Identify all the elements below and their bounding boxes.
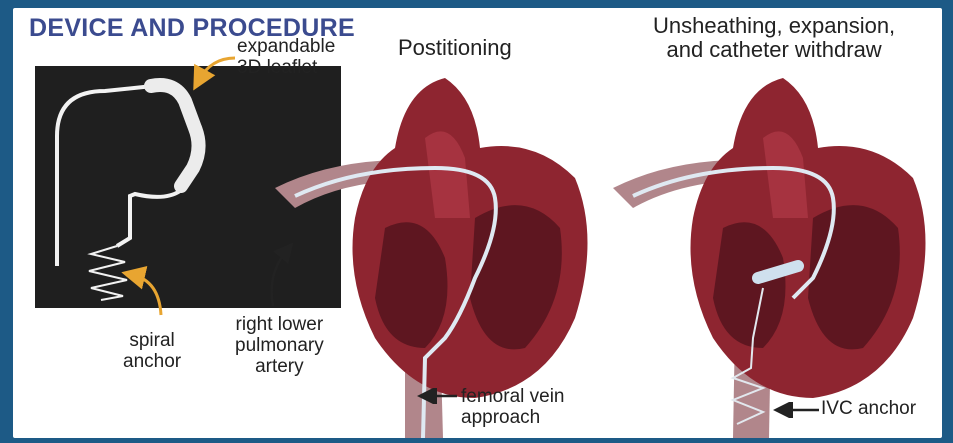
arrow-to-femoral	[417, 388, 459, 404]
heading-line: Unsheathing, expansion,	[653, 14, 895, 38]
heading-positioning: Postitioning	[398, 36, 512, 60]
figure-panel: DEVICE AND PROCEDURE expandable 3D leafl…	[13, 8, 942, 438]
label-line: spiral	[123, 330, 181, 351]
label-line: anchor	[123, 351, 181, 372]
arrow-to-spiral	[121, 263, 181, 323]
label-line: approach	[461, 407, 565, 428]
label-ivc-anchor: IVC anchor	[821, 398, 916, 419]
label-femoral-vein: femoral vein approach	[461, 386, 565, 428]
heading-unsheathing: Unsheathing, expansion, and catheter wit…	[653, 14, 895, 62]
label-spiral-anchor: spiral anchor	[123, 330, 181, 372]
heart-illustration-positioning	[275, 68, 605, 438]
heart-illustration-expansion	[613, 68, 942, 438]
label-line: femoral vein	[461, 386, 565, 407]
arrow-to-ivc	[773, 402, 821, 418]
label-line: expandable	[237, 36, 335, 57]
heading-line: and catheter withdraw	[653, 38, 895, 62]
arrow-to-leaflet	[189, 52, 249, 92]
